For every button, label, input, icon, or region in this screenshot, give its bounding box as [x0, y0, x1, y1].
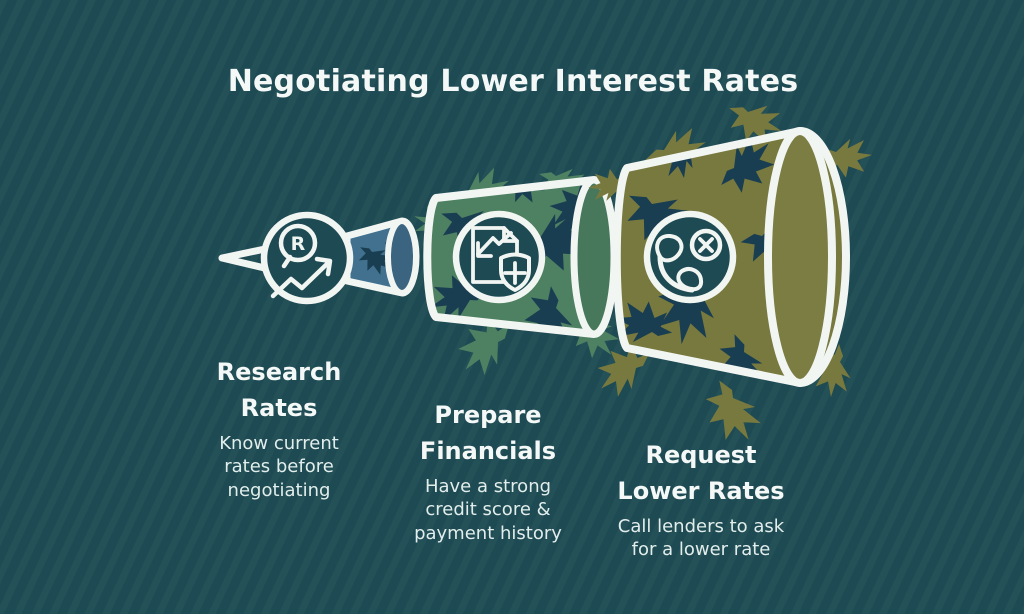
step-request-lower-rates: Request Lower Rates Call lenders to ask … [571, 437, 831, 562]
rate-symbol-bubble [278, 223, 318, 263]
step-description: Know current rates before negotiating [219, 433, 339, 501]
document-chart-line [476, 231, 513, 256]
request-cone-rim [764, 127, 836, 387]
step-prepare-financials: Prepare Financials Have a strong credit … [358, 397, 618, 545]
cancel-x-mark [698, 237, 714, 253]
rate-symbol-bubble-tail [281, 254, 293, 269]
step-heading: Prepare Financials [419, 401, 557, 465]
research-cone-rim [385, 218, 419, 296]
step-description: Call lenders to ask for a lower rate [617, 516, 785, 561]
step-heading: Request Lower Rates [617, 441, 785, 505]
trend-line [270, 260, 331, 299]
step-research-rates: Research Rates Know current rates before… [149, 354, 409, 502]
phone-earpiece [655, 233, 684, 263]
step-description: Have a strong credit score & payment his… [414, 476, 562, 544]
page-title: Negotiating Lower Interest Rates [227, 64, 799, 99]
shield-plus-sign [503, 261, 527, 285]
document-chart-arrowhead [476, 241, 493, 258]
rate-trend-icon: R [260, 211, 354, 305]
phone-call-cancel-icon [643, 210, 737, 304]
prepare-cone-rim [570, 176, 618, 338]
rate-symbol-letter: R [291, 233, 306, 255]
step-heading: Research Rates [216, 358, 342, 422]
phone-mouthpiece [676, 267, 704, 292]
trend-arrowhead [314, 256, 333, 277]
financial-document-shield-icon [452, 210, 546, 304]
stage-cone-research [343, 217, 420, 297]
